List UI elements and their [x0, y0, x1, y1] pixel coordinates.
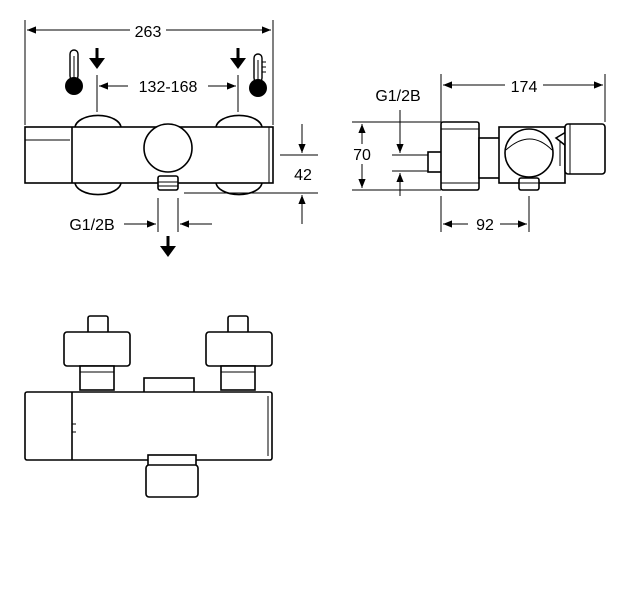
- arrow-down-icon: [89, 48, 105, 69]
- bottom-view: [24, 315, 273, 498]
- valve-body-side: [440, 121, 606, 191]
- front-view: 263 132: [24, 20, 318, 257]
- thermometer-cold-icon: [249, 53, 267, 97]
- dim-depth: 174: [440, 74, 606, 122]
- valve-body-front: [24, 123, 274, 184]
- dim-overall-width: 263: [24, 20, 274, 125]
- thermometer-hot-icon: [65, 49, 83, 95]
- dim-height: 70: [350, 121, 441, 191]
- inlet-spacing-label: 132-168: [139, 79, 198, 96]
- outlet-depth-label: 92: [476, 217, 494, 234]
- outlet-offset-label: 42: [294, 167, 312, 184]
- height-label: 70: [353, 147, 371, 164]
- dim-outlet-offset: 42: [184, 124, 318, 224]
- dim-inlet-spacing: 132-168: [96, 75, 239, 112]
- side-view: 174 G1/2B 70: [350, 74, 606, 234]
- dim-inlet-thread: [392, 110, 428, 196]
- arrow-down-icon: [230, 48, 246, 69]
- inlet-thread-label: G1/2B: [375, 88, 420, 105]
- dim-outlet-thread: G1/2B: [69, 198, 212, 234]
- arrow-down-icon: [160, 236, 176, 257]
- overall-width-label: 263: [135, 24, 162, 41]
- depth-label: 174: [511, 79, 538, 96]
- dim-outlet-depth: 92: [440, 196, 530, 234]
- outlet-stub-front: [157, 175, 179, 191]
- outlet-thread-label: G1/2B: [69, 217, 114, 234]
